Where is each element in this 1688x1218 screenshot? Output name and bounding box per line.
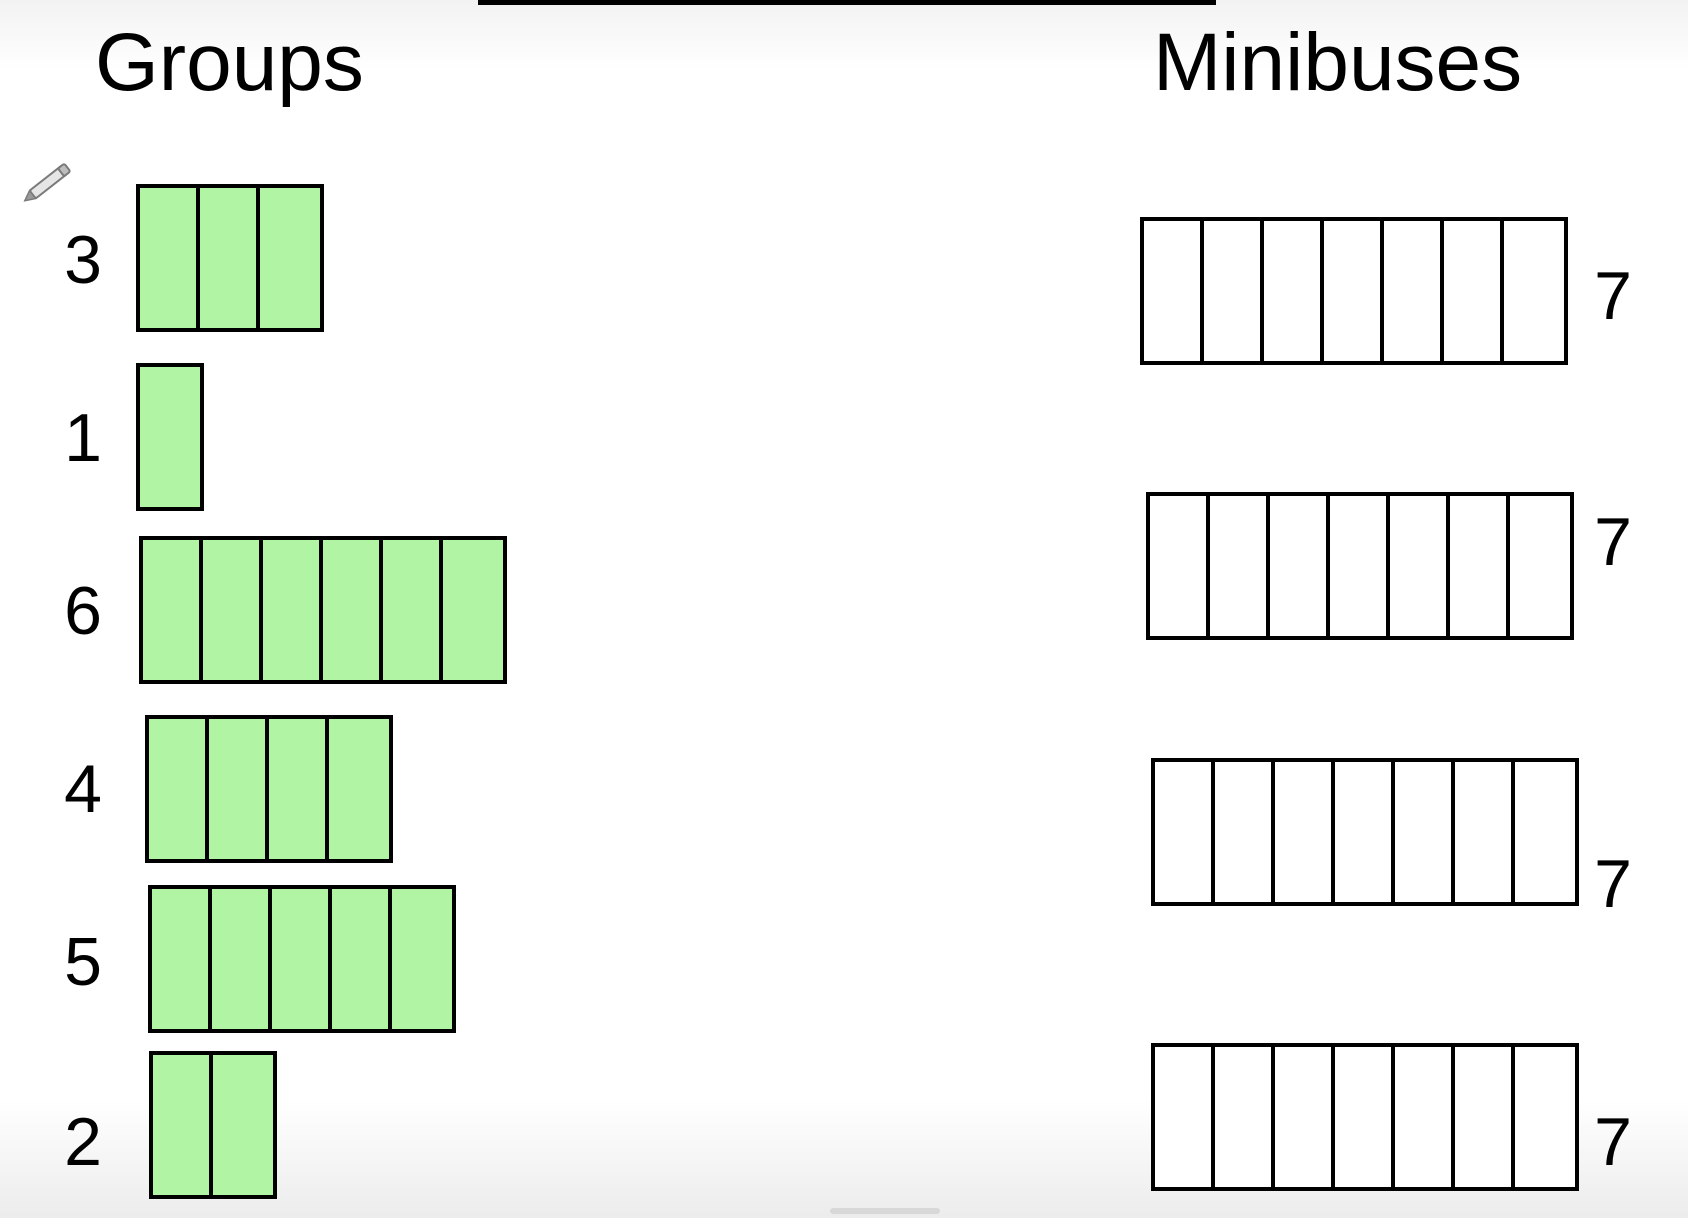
seat-cell [1275,762,1335,902]
seat-cell [1335,1047,1395,1187]
person-cell [329,719,389,859]
person-cell [209,719,269,859]
person-cell [149,719,209,859]
minibus-capacity-label: 7 [1594,504,1632,580]
seat-cell [1390,496,1450,636]
groups-heading: Groups [95,17,364,108]
group-size-label: 5 [64,924,102,1000]
seat-cell [1155,1047,1215,1187]
person-cell [212,889,272,1029]
seat-cell [1510,496,1570,636]
seat-cell [1155,762,1215,902]
group-bar [145,715,393,863]
seat-cell [1275,1047,1335,1187]
seat-cell [1324,221,1384,361]
seat-cell [1395,1047,1455,1187]
group-size-label: 1 [64,400,102,476]
seat-cell [1150,496,1210,636]
seat-cell [1515,762,1575,902]
seat-cell [1515,1047,1575,1187]
seat-cell [1384,221,1444,361]
seat-cell [1395,762,1455,902]
person-cell [213,1055,273,1195]
person-cell [153,1055,213,1195]
person-cell [143,540,203,680]
top-divider [478,0,1216,5]
group-size-label: 4 [64,751,102,827]
seat-cell [1210,496,1270,636]
minibuses-heading: Minibuses [1153,17,1523,108]
seat-cell [1144,221,1204,361]
person-cell [260,188,320,328]
person-cell [200,188,260,328]
person-cell [203,540,263,680]
person-cell [263,540,323,680]
seat-cell [1455,1047,1515,1187]
seat-cell [1444,221,1504,361]
seat-cell [1264,221,1324,361]
person-cell [140,188,200,328]
group-size-label: 3 [64,222,102,298]
pencil-icon[interactable] [18,155,82,207]
minibus-capacity-label: 7 [1594,846,1632,922]
bottom-marker [830,1208,940,1214]
group-bar [139,536,507,684]
person-cell [152,889,212,1029]
seat-cell [1215,762,1275,902]
minibus-bar [1146,492,1574,640]
seat-cell [1270,496,1330,636]
group-bar [136,363,204,511]
seat-cell [1335,762,1395,902]
minibus-capacity-label: 7 [1594,1104,1632,1180]
person-cell [140,367,200,507]
person-cell [383,540,443,680]
seat-cell [1455,762,1515,902]
person-cell [332,889,392,1029]
person-cell [443,540,503,680]
person-cell [272,889,332,1029]
group-size-label: 6 [64,573,102,649]
minibus-bar [1151,1043,1579,1191]
minibus-capacity-label: 7 [1594,258,1632,334]
seat-cell [1504,221,1564,361]
group-bar [148,885,456,1033]
group-bar [136,184,324,332]
minibus-bar [1151,758,1579,906]
seat-cell [1215,1047,1275,1187]
minibus-bar [1140,217,1568,365]
person-cell [392,889,452,1029]
seat-cell [1450,496,1510,636]
seat-cell [1204,221,1264,361]
seat-cell [1330,496,1390,636]
person-cell [323,540,383,680]
group-bar [149,1051,277,1199]
group-size-label: 2 [64,1104,102,1180]
person-cell [269,719,329,859]
